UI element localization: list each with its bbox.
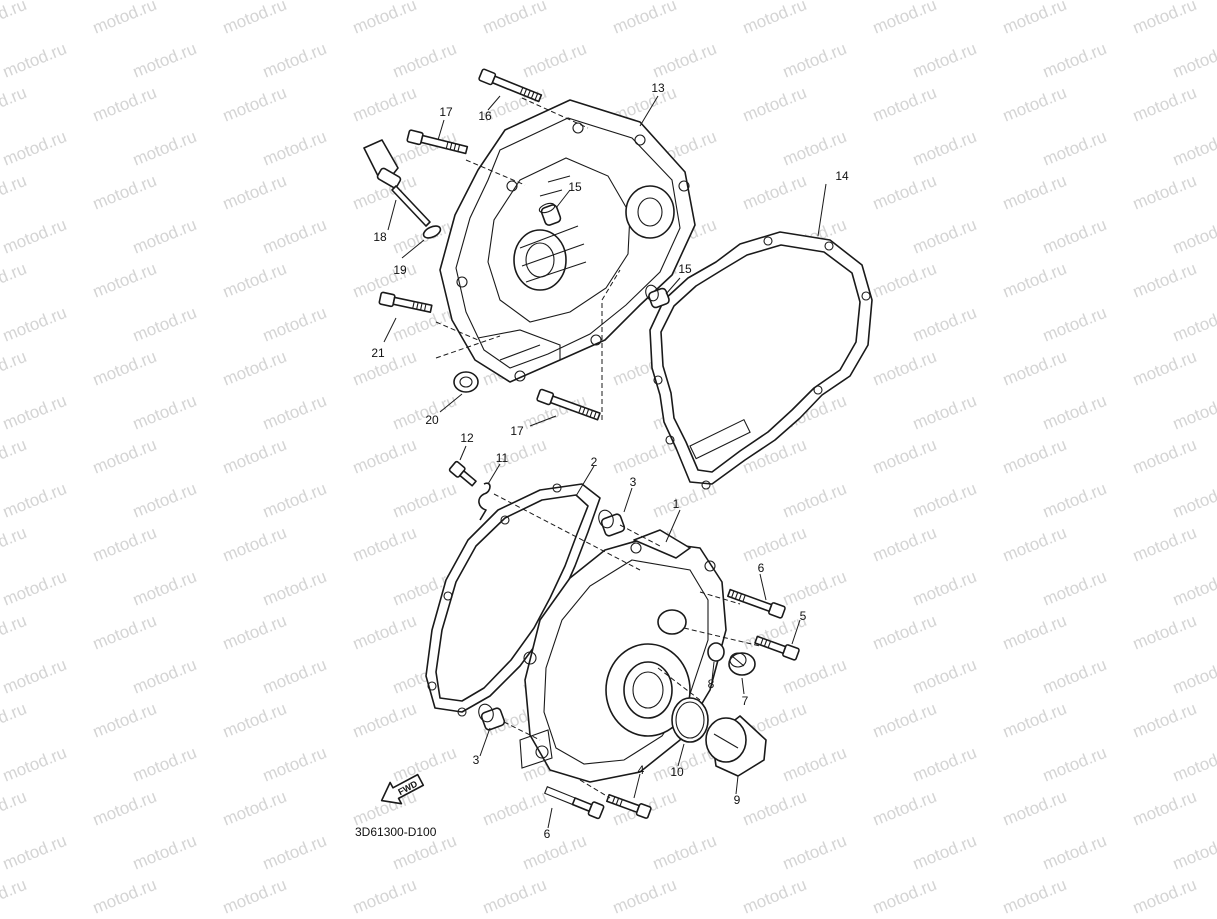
callout-17-upper: 17 [439,105,453,119]
dowel-pin-3-lower [478,703,506,731]
o-ring-8 [707,642,725,662]
bolt-21 [378,291,433,313]
callout-7: 7 [742,694,749,708]
dowel-pin-15-right [645,284,670,309]
bolt-6-lower [543,786,605,820]
filler-cap-9 [705,715,767,777]
bolt-12 [448,460,477,487]
plug-7 [728,652,756,676]
callout-3-upper: 3 [630,475,637,489]
callout-13: 13 [651,81,665,95]
callout-labels: 1 2 3 3 4 5 6 6 7 8 9 10 11 12 13 14 15 … [371,81,849,841]
oil-dipstick-18 [363,139,431,227]
o-ring-19 [422,225,442,239]
dowel-pin-15-upper [538,202,562,226]
callout-21: 21 [371,346,385,360]
callout-16: 16 [478,109,492,123]
callout-14: 14 [835,169,849,183]
oil-seal-20 [453,371,479,393]
gasket-2 [425,483,601,717]
callout-11: 11 [496,451,509,465]
fwd-direction-arrow: FWD [380,773,425,805]
dowel-pin-3-upper [598,509,626,537]
callout-12: 12 [460,431,474,445]
bolt-17-upper [406,129,469,155]
callout-20: 20 [425,413,439,427]
bolt-6-right [727,588,786,619]
clip-11 [478,482,491,521]
callout-18: 18 [373,230,387,244]
callout-17-lower: 17 [510,424,524,438]
diagram-code: 3D61300-D100 [355,825,437,839]
callout-9: 9 [734,793,741,807]
bolt-5 [754,635,800,661]
callout-5: 5 [800,609,807,623]
callout-2: 2 [591,455,598,469]
bolt-4 [606,793,652,819]
callout-10: 10 [670,765,684,779]
bolt-17-lower [536,388,601,421]
callout-3-lower: 3 [473,753,480,767]
o-ring-10 [671,697,709,743]
gasket-14 [649,231,873,490]
callout-4: 4 [638,763,645,777]
callout-leader-lines [383,95,827,829]
callout-15-right: 15 [678,262,692,276]
callout-6-right: 6 [758,561,765,575]
callout-1: 1 [673,497,680,511]
callout-8: 8 [708,677,715,691]
crankcase-cover-13 [439,99,696,383]
callout-19: 19 [393,263,407,277]
callout-6-lower: 6 [544,827,551,841]
assembly-guide-lines [435,97,761,799]
bolt-16 [478,68,543,103]
callout-15-upper: 15 [568,180,582,194]
